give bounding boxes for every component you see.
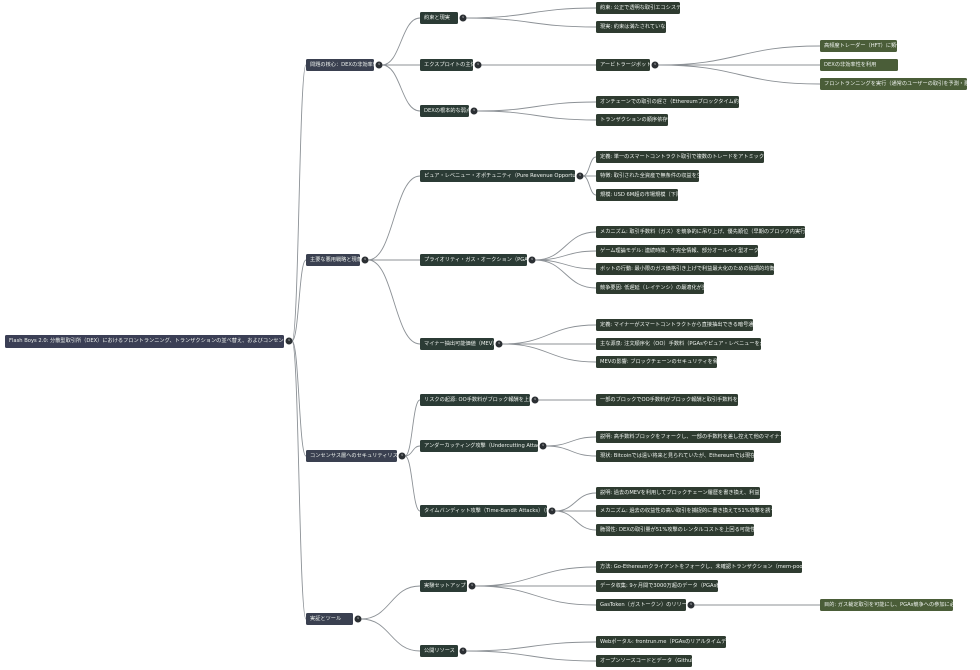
connector-line [476, 110, 597, 121]
connector-line [545, 436, 597, 447]
collapse-toggle-icon[interactable]: ‹ [495, 340, 503, 348]
connector-line [404, 445, 421, 457]
connector-line [291, 64, 307, 342]
node-level3-3-0-2[interactable]: GasToken（ガストークン）のリリース [596, 599, 686, 611]
node-level3-1-1-0[interactable]: メカニズム: 取引手数料（ガス）を競争的に吊り上げ、優先順位（早期のブロック内実… [596, 226, 805, 238]
node-level3-1-1-1[interactable]: ゲーム理論モデル: 連続時間、不完全情報、部分オールペイ型オークション [596, 245, 758, 257]
connector-line [465, 641, 597, 652]
connector-line [582, 156, 597, 177]
collapse-toggle-icon[interactable]: ‹ [576, 172, 584, 180]
connector-line [474, 566, 597, 587]
collapse-toggle-icon[interactable]: ‹ [398, 452, 406, 460]
node-level3-1-0-1[interactable]: 特徴: 取引された全資産で無条件の収益を生成 [596, 170, 699, 182]
node-level4-0-1-0-1[interactable]: DEXの非効率性を利用 [820, 59, 898, 71]
node-level3-3-0-1[interactable]: データ収集: 9ヶ月間で3000万超のデータ（PGAs観測） [596, 580, 718, 592]
node-level3-0-0-1[interactable]: 現実: 約束は満たされていない [596, 21, 666, 33]
collapse-toggle-icon[interactable]: ‹ [539, 442, 547, 450]
root-node[interactable]: Flash Boys 2.0: 分散型取引所（DEX）におけるフロントランニング… [5, 334, 284, 348]
connector-line [545, 445, 597, 457]
connector-line [291, 340, 307, 620]
node-level1-1[interactable]: 主要な悪用戦略と現象 [306, 254, 360, 266]
connector-line [465, 650, 597, 662]
connector-line [381, 17, 421, 66]
node-level1-0[interactable]: 問題の核心：DEXの非効率性 [306, 59, 374, 71]
node-level4-0-1-0-2[interactable]: フロントランニングを実行（通常のユーザーの取引を予測・悪用） [820, 78, 967, 90]
connector-line [657, 64, 821, 85]
collapse-toggle-icon[interactable]: ‹ [474, 61, 482, 69]
node-level3-1-0-0[interactable]: 定義: 単一のスマートコントラクト取引で複数のトレードをアトミックに実行 [596, 151, 764, 163]
connector-line [501, 324, 597, 345]
node-level2-1-2[interactable]: マイナー抽出可能価値（MEV） [420, 338, 494, 350]
connector-line [554, 492, 597, 512]
connector-line [534, 250, 597, 261]
collapse-toggle-icon[interactable]: ‹ [375, 61, 383, 69]
node-level4-0-1-0-0[interactable]: 高頻度トレーダー（HFT）に類似 [820, 40, 897, 52]
collapse-toggle-icon[interactable]: ‹ [687, 601, 695, 609]
collapse-toggle-icon[interactable]: ‹ [459, 647, 467, 655]
node-level3-1-1-2[interactable]: ボットの行動: 最小限のガス価格引き上げで利益最大化のための協調的均衡に収束 [596, 263, 774, 275]
node-level3-0-0-0[interactable]: 約束: 公正で透明な取引エコシステム [596, 2, 680, 14]
collapse-toggle-icon[interactable]: ‹ [354, 615, 362, 623]
node-level3-2-2-0[interactable]: 説明: 過去のMEVを利用してブロックチェーン履歴を書き換え、利益を盗む [596, 487, 760, 499]
node-level3-1-2-2[interactable]: MEVの影響: ブロックチェーンのセキュリティを脅かす [596, 356, 717, 368]
collapse-toggle-icon[interactable]: ‹ [468, 582, 476, 590]
connector-line [404, 455, 421, 512]
node-level3-1-0-2[interactable]: 規模: USD 6M超の市場規模（下限） [596, 189, 678, 201]
node-level3-2-2-1[interactable]: メカニズム: 過去の収益性の高い取引を捕捉的に書き換えて51%攻撃を誘う [596, 505, 772, 517]
collapse-toggle-icon[interactable]: ‹ [459, 14, 467, 22]
node-level4-3-0-2-0[interactable]: 目的: ガス裁定取引を可能にし、PGAs競争への参加に必須化 [820, 599, 953, 611]
connector-line [501, 343, 597, 363]
node-level2-2-2[interactable]: タイムバンディット攻撃（Time-Bandit Attacks）（新規） [420, 505, 547, 517]
connector-line [291, 259, 307, 342]
node-level3-0-1-0[interactable]: アービトラージボット [596, 59, 650, 71]
connector-line [367, 175, 421, 261]
node-level2-1-0[interactable]: ピュア・レベニュー・オポチュニティ（Pure Revenue Opportuni… [420, 170, 575, 182]
collapse-toggle-icon[interactable]: ‹ [548, 507, 556, 515]
node-level2-2-1[interactable]: アンダーカッティング攻撃（Undercutting Attacks） [420, 440, 538, 452]
collapse-toggle-icon[interactable]: ‹ [651, 61, 659, 69]
connector-line [554, 510, 597, 531]
collapse-toggle-icon[interactable]: ‹ [361, 256, 369, 264]
node-level3-0-2-0[interactable]: オンチェーンでの取引の遅さ（Ethereumブロックタイム約15秒） [596, 96, 739, 108]
connector-line [381, 64, 421, 112]
connector-line [582, 175, 597, 196]
node-level3-2-1-1[interactable]: 現状: Bitcoinでは遠い将来と見られていたが、Ethereumでは現在の脅… [596, 450, 754, 462]
node-level1-2[interactable]: コンセンサス層へのセキュリティリスク [306, 450, 397, 462]
connector-line [360, 618, 421, 652]
connector-line [476, 101, 597, 112]
node-level2-3-0[interactable]: 実験セットアップ [420, 580, 467, 592]
node-level3-2-1-0[interactable]: 説明: 高手数料ブロックをフォークし、一部の手数料を差し控えて他のマイナーを誘引 [596, 431, 781, 443]
node-level2-0-2[interactable]: DEXの根本的な弱点 [420, 105, 469, 117]
connector-line [534, 259, 597, 289]
node-level3-2-2-2[interactable]: 脆弱性: DEXの取引量が51%攻撃のレンタルコストを上回る可能性がある [596, 524, 754, 536]
node-level3-1-2-0[interactable]: 定義: マイナーがスマートコントラクトから直接抽出できる暗号通貨利益 [596, 319, 753, 331]
node-level3-1-2-1[interactable]: 主な源泉: 注文順序化（OO）手数料（PGAsやピュア・レベニューを含む） [596, 338, 761, 350]
connector-line [474, 585, 597, 606]
collapse-toggle-icon[interactable]: ‹ [531, 396, 539, 404]
connector-line [465, 17, 597, 28]
collapse-toggle-icon[interactable]: ‹ [528, 256, 536, 264]
node-level3-0-2-1[interactable]: トランザクションの順序依存性 [596, 114, 668, 126]
connector-line [465, 7, 597, 19]
connector-line [291, 340, 307, 457]
connector-line [657, 45, 821, 66]
collapse-toggle-icon[interactable]: ‹ [470, 107, 478, 115]
node-level3-3-0-0[interactable]: 方法: Go-Ethereumクライアントをフォークし、未確認トランザクション（… [596, 561, 802, 573]
node-level2-3-1[interactable]: 公開リソース [420, 645, 458, 657]
node-level2-0-1[interactable]: エクスプロイトの主体 [420, 59, 473, 71]
node-level3-3-1-1[interactable]: オープンソースコードとデータ（Github） [596, 655, 692, 667]
node-level3-3-1-0[interactable]: Webポータル: frontrun.me（PGAsのリアルタイムデータ） [596, 636, 726, 648]
node-level3-1-1-3[interactable]: 競争要因: 低遅延（レイテンシ）の最適化が重要 [596, 282, 704, 294]
connector-line [360, 585, 421, 620]
node-level3-2-0-0[interactable]: 一部のブロックでOO手数料がブロック報酬と取引手数料を圧倒 [596, 394, 738, 406]
connector-line [404, 399, 421, 457]
node-level2-0-0[interactable]: 約束と現実 [420, 12, 458, 24]
connector-line [367, 259, 421, 345]
collapse-toggle-icon[interactable]: ‹ [285, 337, 293, 345]
node-level1-3[interactable]: 実証とツール [306, 613, 353, 625]
node-level2-2-0[interactable]: リスクの起源: OO手数料がブロック報酬を上回る [420, 394, 530, 406]
node-level2-1-1[interactable]: プライオリティ・ガス・オークション（PGAs） [420, 254, 527, 266]
